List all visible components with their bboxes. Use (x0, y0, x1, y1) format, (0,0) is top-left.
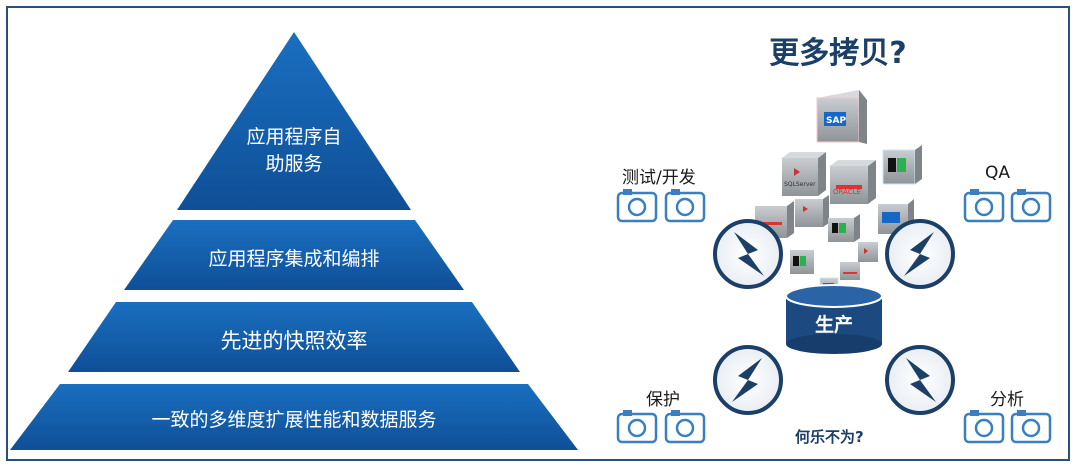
camera-icon (616, 410, 658, 444)
production-cylinder (785, 284, 883, 354)
camera-icon (963, 410, 1005, 444)
pyramid-tier-2-label: 应用程序集成和编排 (208, 248, 380, 270)
cube-oracle-3 (840, 262, 860, 280)
cube-green-1 (882, 145, 922, 185)
camera-icon (664, 189, 706, 223)
camera-icon (664, 410, 706, 444)
pyramid-tier-1-label: 应用程序自 助服务 (246, 126, 342, 175)
group-label-protection: 保护 (646, 390, 680, 410)
production-label: 生产 (814, 314, 853, 336)
cube-sqlserver-2 (795, 195, 829, 227)
group-label-analytics: 分析 (990, 390, 1024, 410)
camera-icon (616, 189, 658, 223)
why-not-question: 何乐不为? (795, 428, 864, 446)
cube-sqlserver-text: SQLServer (784, 181, 816, 188)
right-title: 更多拷贝? (769, 36, 907, 71)
cube-sap-text: SAP (826, 116, 846, 126)
pyramid-tier-3-label: 先进的快照效率 (220, 329, 368, 353)
camera-icon (963, 189, 1005, 223)
lightning-icon-bottom-right (885, 345, 955, 415)
cube-green-3 (790, 250, 814, 274)
pyramid-tier-2 (124, 220, 464, 290)
group-label-test-dev: 测试/开发 (622, 168, 696, 188)
lightning-icon-bottom-left (713, 345, 783, 415)
camera-icon (1010, 189, 1052, 223)
pyramid-tier-4 (10, 384, 578, 450)
lightning-icon-top-left (713, 219, 783, 289)
cube-sqlserver-3 (858, 242, 878, 262)
cube-oracle-1 (830, 160, 876, 204)
camera-icon (1010, 410, 1052, 444)
lightning-icon-top-right (885, 219, 955, 289)
cube-sap-large (816, 90, 867, 144)
cube-green-2 (828, 214, 860, 242)
group-label-qa: QA (985, 163, 1011, 183)
pyramid-tier-3 (68, 302, 520, 372)
cube-sqlserver-1 (782, 152, 826, 196)
pyramid-tier-4-label: 一致的多维度扩展性能和数据服务 (151, 409, 437, 431)
pyramid-tier-1 (177, 32, 411, 210)
cube-oracle-text: ORACLE (833, 188, 861, 196)
